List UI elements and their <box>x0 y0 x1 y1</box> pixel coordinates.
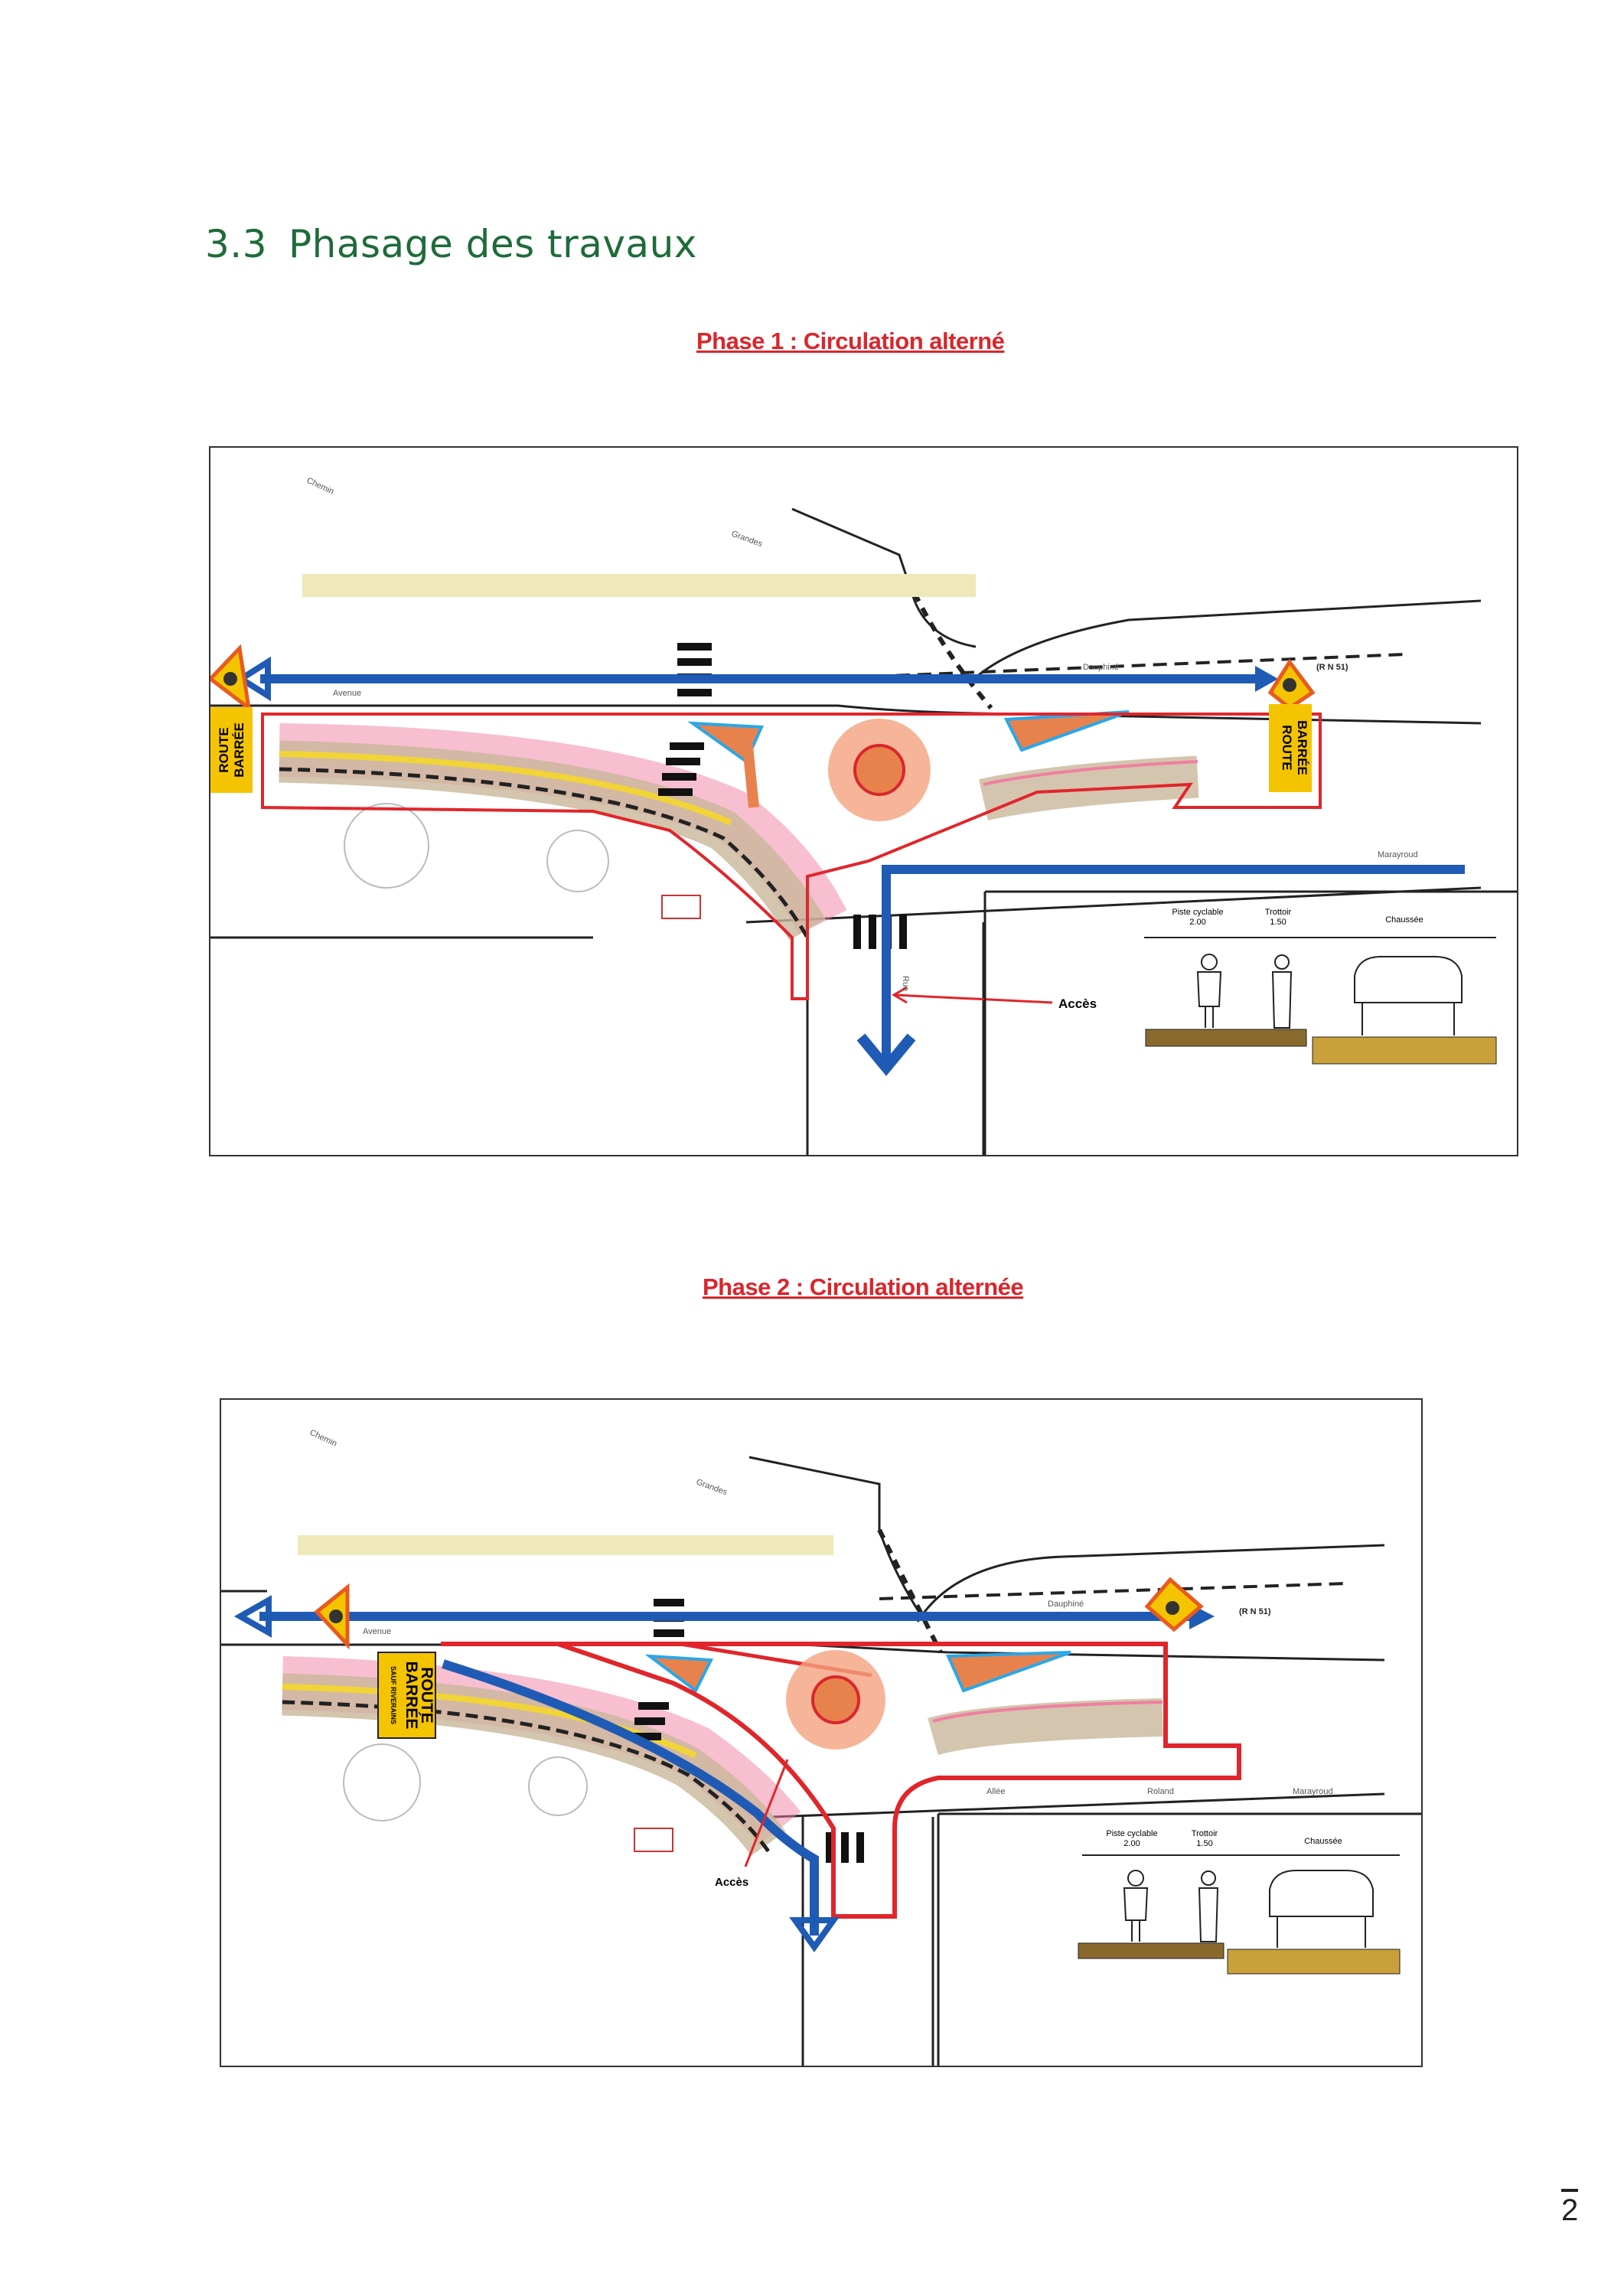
cross-section-road-label: Chaussée <box>1304 1837 1342 1846</box>
road-closed-sign-left: ROUTE BARRÉE <box>210 707 253 793</box>
traffic-arrows <box>235 656 1465 1076</box>
label-rn: (R N 51) <box>1239 1607 1271 1616</box>
sign-left-line-2: BARRÉE <box>232 722 246 778</box>
phase1-diagram: Accès ROUTE BARRÉE ROUTE BARRÉE Avenue D… <box>209 446 1518 1156</box>
label-roland: Roland <box>1147 1787 1174 1796</box>
cross-section-walk-width: 1.50 <box>1196 1839 1212 1848</box>
sign-right-line-1: ROUTE <box>1280 725 1294 771</box>
traffic-arrows <box>233 1595 1215 1952</box>
traffic-light-sign-left <box>314 1583 350 1650</box>
label-dauphine: Dauphiné <box>1083 663 1119 672</box>
sign-line-2: BARRÉE <box>403 1662 420 1730</box>
phase2-title: Phase 2 : Circulation alternée <box>703 1274 1024 1300</box>
road-edges <box>210 507 1482 1155</box>
label-allee: Allée <box>986 1787 1005 1796</box>
construction-perimeter <box>441 1642 1241 1919</box>
section-title: Phasage des travaux <box>289 222 697 266</box>
phase2-plan: Accès ROUTE BARRÉE SAUF RIVERAINS Avenue… <box>221 1428 1421 2066</box>
access-label: Accès <box>715 1876 748 1889</box>
cross-section-bike-width: 2.00 <box>1123 1839 1140 1848</box>
label-grandes: Grandes <box>730 530 764 550</box>
access-label: Accès <box>1058 996 1097 1011</box>
label-marayroud: Marayroud <box>1293 1787 1333 1796</box>
road-closed-sign-right: ROUTE BARRÉE <box>1269 704 1312 792</box>
page-number: 2 <box>1561 2189 1579 2226</box>
cross-section: Piste cyclable 2.00 Trottoir 1.50 Chauss… <box>937 1812 1421 2066</box>
label-grandes: Grandes <box>695 1478 729 1498</box>
cross-section: Piste cyclable 2.00 Trottoir 1.50 Chauss… <box>983 890 1517 1155</box>
phase1-title: Phase 1 : Circulation alterné <box>696 328 1005 354</box>
label-rn: (R N 51) <box>1316 663 1348 672</box>
cross-section-walk-label: Trottoir <box>1192 1829 1218 1838</box>
phase1-plan: Accès ROUTE BARRÉE ROUTE BARRÉE Avenue D… <box>210 476 1517 1155</box>
cross-section-bike-label: Piste cyclable <box>1172 908 1223 917</box>
construction-perimeter <box>261 713 1322 1000</box>
label-avenue: Avenue <box>333 689 361 698</box>
traffic-light-sign-right <box>1144 1577 1204 1632</box>
label-chemin: Chemin <box>308 1428 338 1449</box>
label-rue: Rue <box>901 976 910 991</box>
sign-right-line-2: BARRÉE <box>1295 720 1309 775</box>
sign-left-line-1: ROUTE <box>217 727 231 773</box>
label-dauphine: Dauphiné <box>1048 1600 1084 1609</box>
label-marayroud: Marayroud <box>1378 850 1418 859</box>
traffic-light-sign-right <box>1267 658 1316 711</box>
cross-section-road-label: Chaussée <box>1385 915 1423 925</box>
phase2-diagram: Accès ROUTE BARRÉE SAUF RIVERAINS Avenue… <box>220 1398 1423 2067</box>
traffic-light-sign-left <box>210 644 252 713</box>
section-number: 3.3 <box>205 222 268 266</box>
label-avenue: Avenue <box>363 1627 391 1636</box>
roundabout-center <box>811 1675 860 1724</box>
label-chemin: Chemin <box>305 476 335 497</box>
roundabout-center <box>853 744 905 796</box>
cross-section-bike-label: Piste cyclable <box>1106 1829 1157 1838</box>
sign-line-1: ROUTE <box>418 1667 435 1724</box>
road-closed-sign: ROUTE BARRÉE SAUF RIVERAINS <box>377 1652 436 1739</box>
cross-section-walk-width: 1.50 <box>1270 918 1286 927</box>
work-zone <box>279 710 1199 941</box>
cross-section-walk-label: Trottoir <box>1265 908 1292 917</box>
sign-line-3: SAUF RIVERAINS <box>390 1666 397 1724</box>
cross-section-bike-width: 2.00 <box>1189 918 1205 927</box>
section-heading: 3.3 Phasage des travaux <box>205 222 697 266</box>
